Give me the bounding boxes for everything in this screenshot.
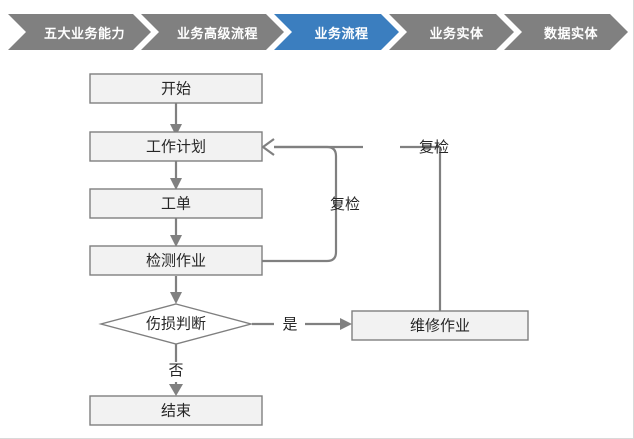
breadcrumb-item-2[interactable]: 业务高级流程: [141, 14, 284, 50]
edge-label-recheck-outer: 复检: [419, 138, 449, 156]
breadcrumb-item-1[interactable]: 五大业务能力: [8, 14, 151, 50]
edge-label-yes: 是: [282, 316, 297, 333]
node-decision-label: 伤损判断: [146, 315, 206, 332]
node-work-order[interactable]: 工单: [89, 188, 263, 219]
connector-inspection-to-decision: [170, 276, 182, 304]
node-decision-damage-judgement[interactable]: 伤损判断: [98, 303, 254, 345]
breadcrumb-item-5-label: 数据实体: [543, 25, 598, 41]
breadcrumb-item-4-label: 业务实体: [429, 25, 484, 41]
node-work-order-label: 工单: [161, 195, 191, 212]
connector-recheck-inner-loop: [261, 138, 338, 263]
connector-recheck-outer-loop: [274, 145, 442, 311]
breadcrumb-item-3[interactable]: 业务流程: [274, 14, 399, 50]
connector-work-plan-to-work-order: [170, 161, 182, 190]
breadcrumb-item-5[interactable]: 数据实体: [504, 14, 628, 50]
breadcrumb-item-2-label: 业务高级流程: [176, 25, 258, 41]
node-end-label: 结束: [161, 402, 191, 419]
connector-work-order-to-inspection: [170, 218, 182, 247]
edge-label-no: 否: [168, 362, 183, 379]
breadcrumb-item-4[interactable]: 业务实体: [389, 14, 514, 50]
node-repair[interactable]: 维修作业: [351, 310, 529, 341]
breadcrumb-item-1-label: 五大业务能力: [43, 25, 125, 41]
edge-label-recheck-inner: 复检: [330, 195, 360, 213]
node-repair-label: 维修作业: [410, 317, 470, 334]
breadcrumb-item-3-label: 业务流程: [314, 25, 369, 41]
node-start-label: 开始: [161, 80, 191, 97]
node-start[interactable]: 开始: [89, 73, 263, 104]
node-inspection-label: 检测作业: [146, 252, 206, 269]
node-inspection[interactable]: 检测作业: [89, 245, 263, 276]
node-work-plan[interactable]: 工作计划: [89, 131, 263, 162]
connector-decision-no-to-end: [169, 344, 183, 396]
node-work-plan-label: 工作计划: [146, 138, 206, 155]
node-end[interactable]: 结束: [89, 395, 263, 426]
connector-start-to-work-plan: [170, 103, 182, 136]
connector-decision-yes-to-repair: [252, 318, 352, 330]
breadcrumb: 五大业务能力 业务高级流程 业务流程 业务实体 数据实体: [0, 0, 634, 60]
